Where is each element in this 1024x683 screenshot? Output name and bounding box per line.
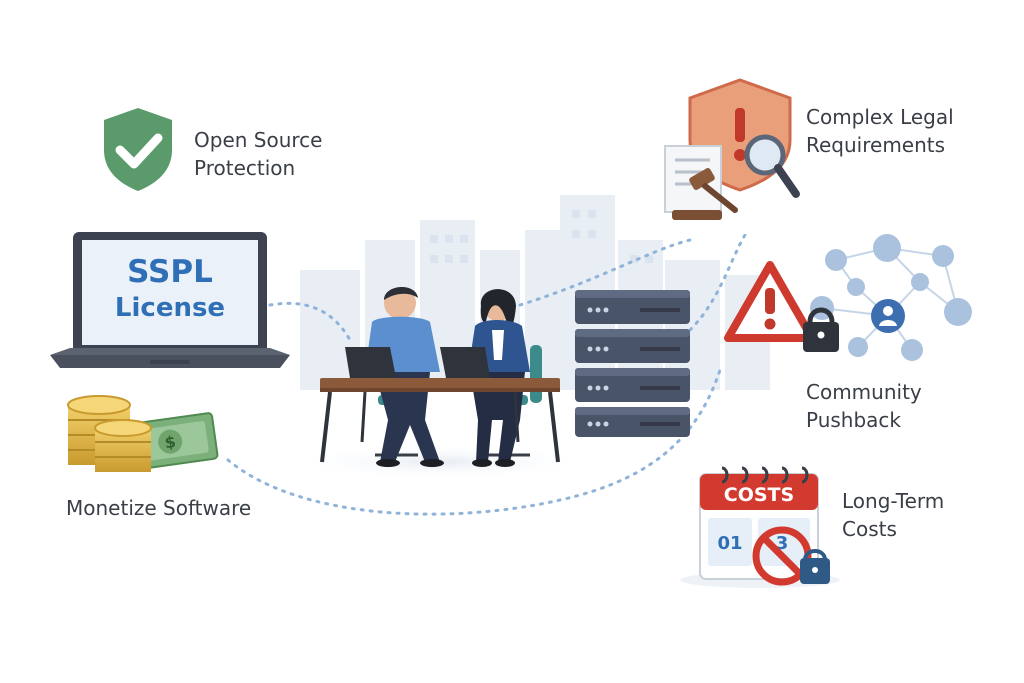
label-community-pushback: Community Pushback (806, 378, 922, 434)
label-costs-line2: Costs (842, 515, 944, 543)
warning-shield-with-magnifier-gavel-icon (665, 80, 796, 220)
label-costs-line1: Long-Term (842, 487, 944, 515)
label-legal-line1: Complex Legal (806, 103, 954, 131)
laptop-screen-line1: SSPL (127, 254, 213, 290)
costs-calendar-prohibited-lock-icon: COSTS 01 3 (680, 468, 840, 588)
label-complex-legal-requirements: Complex Legal Requirements (806, 103, 954, 159)
label-legal-line2: Requirements (806, 131, 954, 159)
shield-check-icon (104, 108, 172, 191)
label-open-source-protection: Open Source Protection (194, 126, 322, 182)
laptop-screen-line2: License (115, 293, 225, 323)
label-community-line2: Pushback (806, 406, 922, 434)
label-open-source-line1: Open Source (194, 126, 322, 154)
label-community-line1: Community (806, 378, 922, 406)
coins-and-cash-icon: $ (68, 396, 218, 472)
label-monetize-software: Monetize Software (66, 494, 251, 522)
calendar-header: COSTS (724, 484, 794, 506)
label-open-source-line2: Protection (194, 154, 322, 182)
label-long-term-costs: Long-Term Costs (842, 487, 944, 543)
laptop-icon: SSPL License (50, 232, 290, 368)
calendar-day-1: 01 (717, 533, 742, 554)
people-network-warning-lock-icon (728, 234, 972, 361)
